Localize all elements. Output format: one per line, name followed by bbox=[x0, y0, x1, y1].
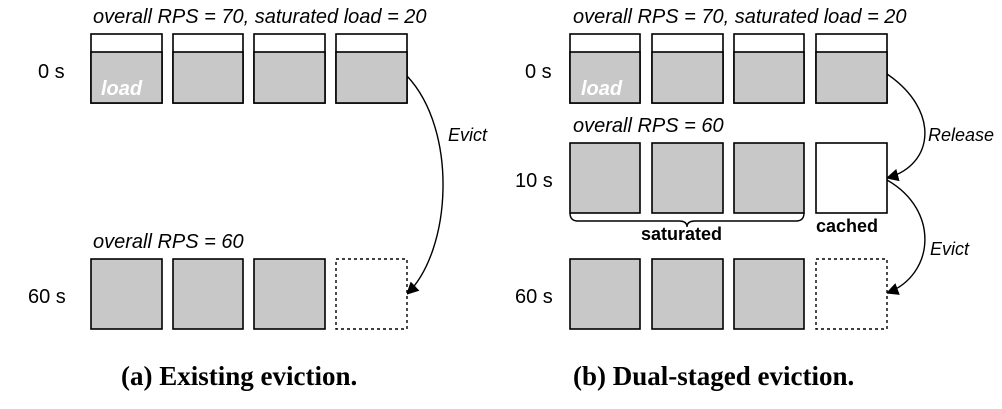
panel-a-header-0s: overall RPS = 70, saturated load = 20 bbox=[93, 6, 427, 28]
panel-a-header-60s: overall RPS = 60 bbox=[93, 231, 244, 253]
panel-b: overall RPS = 70, saturated load = 20 0 … bbox=[515, 6, 994, 391]
panel-b-header-10s: overall RPS = 60 bbox=[573, 115, 724, 137]
evicted-box bbox=[335, 258, 408, 330]
load-box bbox=[253, 33, 326, 104]
load-box bbox=[651, 33, 724, 104]
panel-a: overall RPS = 70, saturated load = 20 0 … bbox=[28, 6, 488, 391]
load-label: load bbox=[101, 78, 143, 100]
load-box bbox=[172, 33, 244, 104]
release-label: Release bbox=[928, 125, 994, 145]
load-box bbox=[733, 33, 805, 104]
panel-a-row-60s bbox=[90, 258, 408, 330]
panel-b-row-0s: load bbox=[569, 33, 888, 104]
panel-b-caption: (b) Dual-staged eviction. bbox=[573, 361, 854, 391]
saturated-box bbox=[569, 142, 641, 214]
panel-a-caption: (a) Existing eviction. bbox=[121, 361, 357, 391]
load-box bbox=[335, 33, 408, 104]
saturated-box bbox=[733, 142, 805, 214]
panel-b-time-10s: 10 s bbox=[515, 170, 553, 192]
load-label: load bbox=[581, 78, 623, 100]
saturated-box bbox=[569, 258, 641, 330]
saturated-box bbox=[90, 258, 163, 330]
evicted-box bbox=[815, 258, 888, 330]
release-arrow bbox=[885, 73, 926, 182]
panel-b-evict-label: Evict bbox=[930, 239, 970, 259]
evict-arrow bbox=[406, 75, 444, 295]
load-box bbox=[569, 33, 641, 104]
panel-b-evict-arrow bbox=[885, 179, 926, 295]
saturated-box bbox=[733, 258, 805, 330]
saturated-box bbox=[651, 258, 724, 330]
panel-a-row-0s: load bbox=[90, 33, 408, 104]
panel-b-time-60s: 60 s bbox=[515, 286, 553, 308]
panel-a-evict-label: Evict bbox=[448, 125, 488, 145]
panel-a-time-0s: 0 s bbox=[38, 61, 65, 83]
saturated-brace bbox=[569, 212, 805, 228]
saturated-label: saturated bbox=[641, 224, 722, 244]
saturated-box bbox=[172, 258, 244, 330]
cached-label: cached bbox=[816, 216, 878, 236]
load-box bbox=[90, 33, 163, 104]
saturated-box bbox=[253, 258, 326, 330]
panel-b-time-0s: 0 s bbox=[525, 61, 552, 83]
panel-b-row-60s bbox=[569, 258, 888, 330]
load-box bbox=[815, 33, 888, 104]
panel-a-time-60s: 60 s bbox=[28, 286, 66, 308]
panel-b-header-0s: overall RPS = 70, saturated load = 20 bbox=[573, 6, 907, 28]
saturated-box bbox=[651, 142, 724, 214]
cached-box bbox=[815, 142, 888, 214]
panel-b-row-10s bbox=[569, 142, 888, 214]
